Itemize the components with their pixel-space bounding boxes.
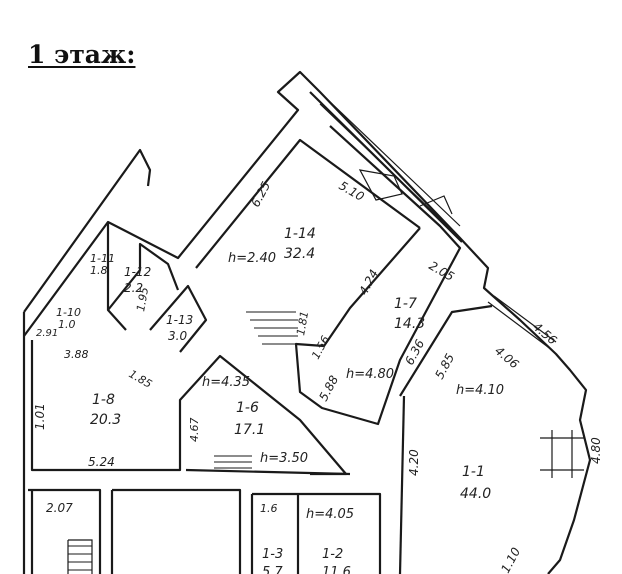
room-height: h=4.35 xyxy=(202,375,250,390)
dimension: 4.80 xyxy=(589,437,603,464)
dimension: 4.24 xyxy=(356,267,381,297)
room-height: h=4.05 xyxy=(306,507,354,522)
room-area: 1.8 xyxy=(90,264,108,277)
room-id: 1-11 xyxy=(90,252,115,265)
room-id: 1-6 xyxy=(236,400,259,416)
room-height: h=4.10 xyxy=(456,383,504,398)
room-area: 5.7 xyxy=(262,565,283,574)
dimension: 5.24 xyxy=(88,455,115,469)
room-height: h=4.80 xyxy=(346,367,394,382)
dimension: 1.10 xyxy=(498,545,523,574)
dimension: 6.36 xyxy=(402,337,427,367)
dimension: 5.10 xyxy=(337,178,367,204)
room-height: h=3.50 xyxy=(260,451,308,466)
room-area: 3.0 xyxy=(168,329,187,343)
room-area: 20.3 xyxy=(90,412,121,428)
room-id: 1-1 xyxy=(462,464,485,480)
room-area: 2.2 xyxy=(124,281,143,295)
room-area: 11.6 xyxy=(322,565,351,574)
room-area: 14.3 xyxy=(394,316,425,332)
dimension: 4.67 xyxy=(188,418,201,443)
dimension: 5.88 xyxy=(316,373,341,403)
dimension: 2.91 xyxy=(36,328,58,339)
room-id: 1-14 xyxy=(284,226,316,242)
dimension: 4.06 xyxy=(492,344,522,372)
room-id: 1-10 xyxy=(56,306,81,319)
room-id: 1-7 xyxy=(394,296,417,312)
dimension: 4.20 xyxy=(407,449,421,476)
room-area: 17.1 xyxy=(234,422,265,438)
dimension: 1.6 xyxy=(260,502,278,515)
room-area: 32.4 xyxy=(284,246,315,262)
dimension: 3.88 xyxy=(64,348,89,361)
room-area: 44.0 xyxy=(460,486,491,502)
room-labels: 1-14 32.4 h=2.40 1-7 14.3 h=4.80 1-6 17.… xyxy=(56,226,504,574)
room-height: h=2.40 xyxy=(228,251,276,266)
floor-title: 1 этаж: xyxy=(28,40,136,69)
dimension: 6.25 xyxy=(248,179,273,209)
dimension: 5.85 xyxy=(432,351,457,381)
room-id: 1-8 xyxy=(92,392,115,408)
room-id: 1-2 xyxy=(322,547,343,562)
staircase xyxy=(67,311,298,574)
room-id: 1-3 xyxy=(262,547,283,562)
dimension: 1.95 xyxy=(134,286,151,312)
room-area: 1.0 xyxy=(58,318,76,331)
dimension: 1.01 xyxy=(33,403,47,430)
room-id: 1-12 xyxy=(124,265,151,279)
dimension: 1.81 xyxy=(294,310,311,336)
dimension: 2.07 xyxy=(46,501,73,515)
dimension: 1.85 xyxy=(127,367,155,391)
room-id: 1-13 xyxy=(166,313,193,327)
windows xyxy=(319,97,584,478)
walls xyxy=(22,70,592,574)
